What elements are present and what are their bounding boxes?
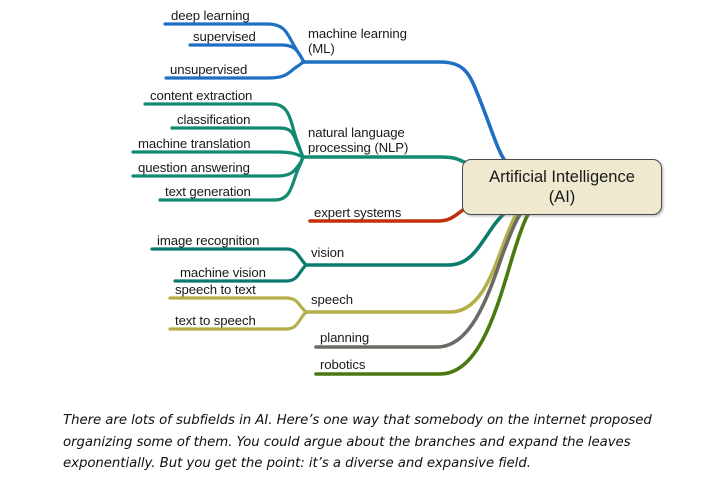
connector-nlp-leaf-text-generation xyxy=(158,155,305,202)
branch-label-expert-systems: expert systems xyxy=(314,205,402,220)
connector-ml-leaf-supervised xyxy=(188,43,306,64)
leaf-label-machine-vision: machine vision xyxy=(180,265,266,280)
connector-nlp-trunk xyxy=(301,155,468,165)
leaf-label-text-generation: text generation xyxy=(165,184,251,199)
branch-label-nlp: natural language processing (NLP) xyxy=(308,125,409,155)
central-node-label: Artificial Intelligence (AI) xyxy=(489,168,635,206)
leaf-label-question-answering: question answering xyxy=(138,160,250,175)
leaf-label-deep-learning: deep learning xyxy=(171,8,250,23)
branch-label-speech: speech xyxy=(311,292,353,307)
branch-label-vision: vision xyxy=(311,245,345,260)
connector-ml-leaf-unsupervised xyxy=(164,60,306,80)
branch-label-machine-learning: machine learning (ML) xyxy=(308,26,407,56)
mindmap-connectors xyxy=(131,22,531,376)
central-node-artificial-intelligence: Artificial Intelligence (AI) xyxy=(462,159,662,215)
leaf-label-classification: classification xyxy=(177,112,251,127)
leaf-label-text-to-speech: text to speech xyxy=(175,313,256,328)
leaf-label-supervised: supervised xyxy=(193,29,256,44)
connector-nlp-leaf-machine-translation xyxy=(131,150,305,159)
connector-ml-trunk xyxy=(302,60,508,164)
connector-vision-leaf-image-recognition xyxy=(150,247,308,267)
connector-speech-leaf-text-to-speech xyxy=(168,310,308,331)
connector-planning xyxy=(314,211,523,349)
leaf-label-image-recognition: image recognition xyxy=(157,233,260,248)
leaf-label-unsupervised: unsupervised xyxy=(170,62,248,77)
branch-label-planning: planning xyxy=(320,330,370,345)
connector-speech-leaf-speech-to-text xyxy=(168,296,308,314)
branch-label-robotics: robotics xyxy=(320,357,366,372)
connector-robotics xyxy=(314,211,531,376)
connector-vision-leaf-machine-vision xyxy=(173,263,308,283)
leaf-label-speech-to-text: speech to text xyxy=(175,282,256,297)
connector-speech-trunk xyxy=(304,211,519,314)
leaf-label-machine-translation: machine translation xyxy=(138,136,251,151)
leaf-label-content-extraction: content extraction xyxy=(150,88,253,103)
caption-text: There are lots of subfields in AI. Here’… xyxy=(63,413,652,471)
